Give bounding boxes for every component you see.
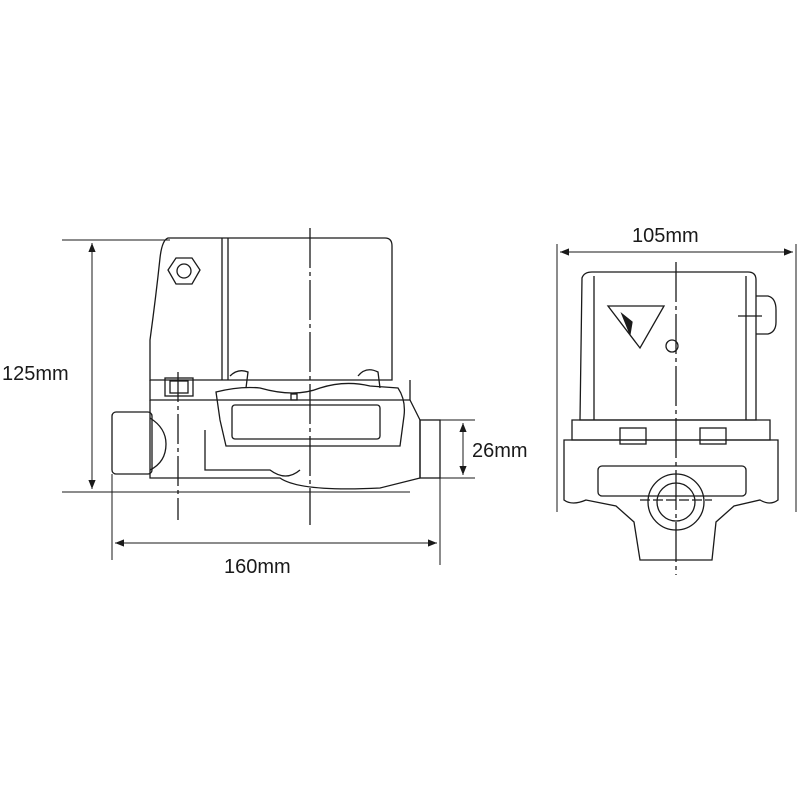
front-motor-housing — [579, 271, 757, 421]
side-view — [111, 228, 441, 525]
front-bracket-right — [699, 427, 727, 445]
front-base — [571, 419, 771, 441]
inlet-nozzle — [149, 417, 167, 471]
base-plate — [149, 380, 411, 401]
inlet-port — [111, 411, 153, 475]
warning-label-mark — [620, 311, 633, 337]
clamp-band — [215, 382, 406, 447]
vent-hole-icon — [665, 339, 679, 353]
outlet-port — [419, 419, 441, 479]
warning-label-icon — [606, 305, 666, 350]
port-dimension-label: 26mm — [472, 440, 528, 462]
terminal-box — [756, 295, 777, 335]
front-clamp-plate — [597, 465, 747, 497]
mount-bracket-left-inner — [169, 380, 189, 394]
mount-bracket-left — [164, 377, 194, 397]
clamp-screw-slot — [290, 393, 298, 401]
width-dimension-label: 105mm — [632, 225, 699, 247]
hex-bolt-icon — [167, 257, 201, 285]
side-view-dimensions — [62, 239, 475, 565]
front-pump-body — [563, 439, 779, 561]
pump-body-inner — [204, 430, 301, 477]
height-dimension-label: 125mm — [2, 363, 69, 385]
clamp-plate — [231, 404, 381, 440]
clamp-tab-left — [229, 370, 249, 389]
pump-body — [149, 399, 421, 490]
front-bracket-left — [619, 427, 647, 445]
front-view — [563, 262, 779, 575]
motor-housing — [149, 237, 393, 381]
length-dimension-label: 160mm — [224, 556, 291, 578]
front-view-dimensions — [556, 244, 797, 512]
clamp-tab-right — [357, 369, 381, 389]
